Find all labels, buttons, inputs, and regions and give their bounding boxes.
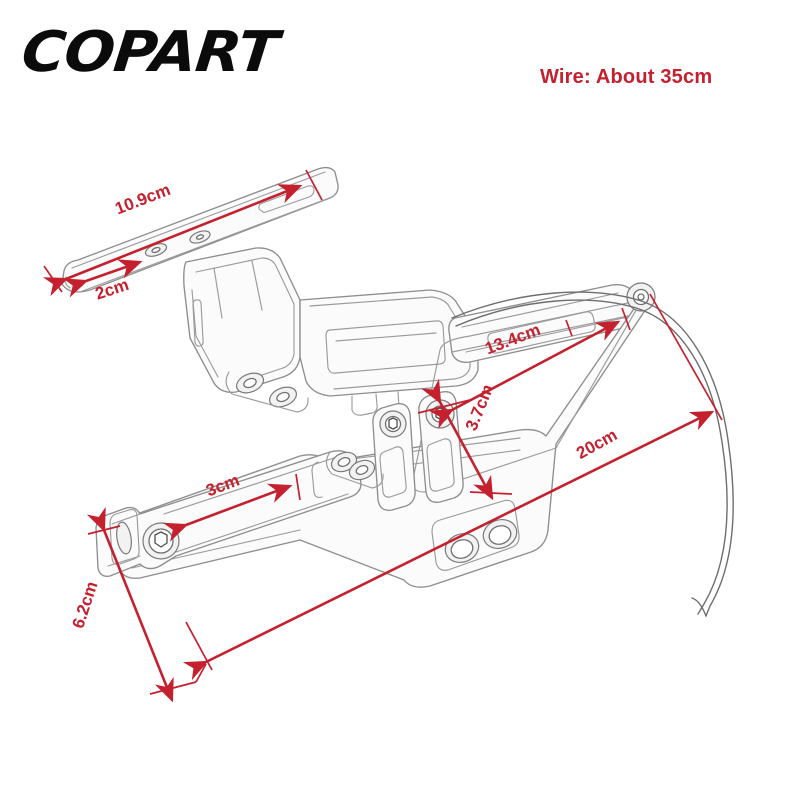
dimension-arrow-6-2cm [86,506,207,703]
dimension-arrow-2cm [63,259,143,298]
dimension-arrow-20cm [182,293,723,681]
center-bracket [183,247,309,413]
wire-length-note: Wire: About 35cm [540,66,713,88]
